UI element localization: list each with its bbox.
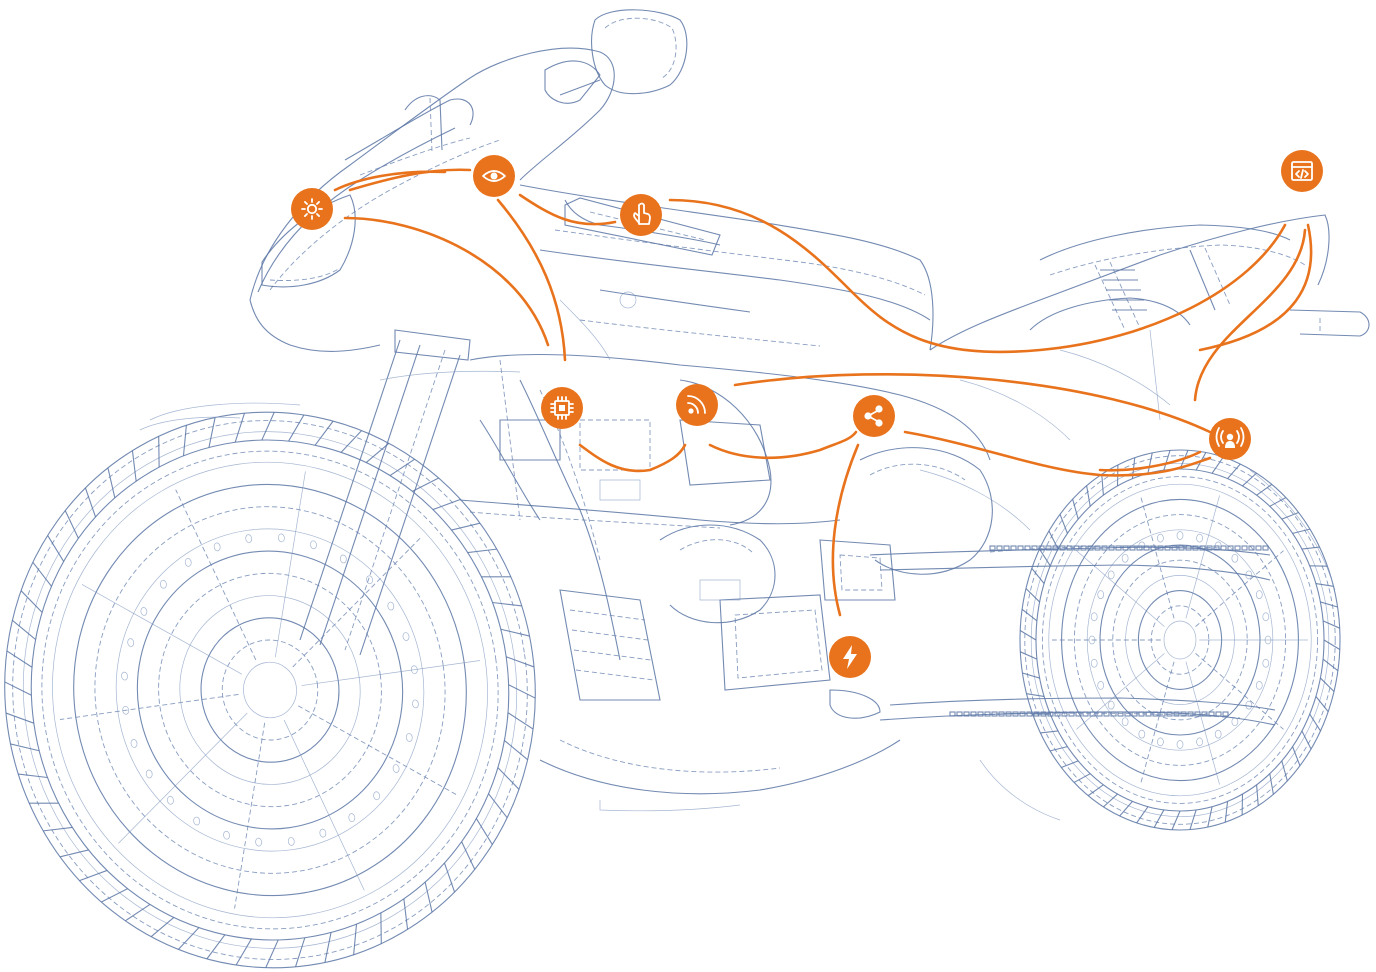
hotspot-layer	[291, 150, 1323, 678]
cable-vision-down	[496, 198, 567, 362]
rear-wheel	[949, 449, 1341, 831]
front-wheel	[4, 411, 536, 969]
broadcast-icon	[1215, 427, 1245, 448]
front-fork	[299, 329, 471, 656]
cable-connect-power	[831, 443, 860, 617]
hotspot-touch[interactable]	[620, 194, 662, 236]
seat-tail	[929, 214, 1370, 351]
code-window-icon	[1291, 161, 1313, 181]
cable-wireless-signal	[733, 373, 1212, 434]
hotspot-vision[interactable]	[473, 155, 515, 197]
cable-code-signal	[1193, 228, 1307, 402]
chip-icon	[550, 396, 574, 420]
cable-connect-signal	[903, 430, 1212, 477]
cable-light-fairing	[333, 170, 447, 192]
lightning-icon	[843, 645, 857, 669]
cable-wireless	[708, 430, 858, 460]
motorcycle-wireframe	[4, 9, 1370, 969]
eye-icon	[482, 170, 506, 182]
hotspot-light[interactable]	[291, 188, 333, 230]
sun-icon	[301, 198, 323, 220]
hotspot-power[interactable]	[829, 636, 871, 678]
cable-vision-left	[348, 168, 472, 192]
cable-vision-touch	[518, 193, 617, 226]
swingarm-chain	[819, 539, 1276, 726]
cable-tail	[1098, 450, 1202, 472]
hotspot-wireless[interactable]	[676, 384, 718, 426]
rss-icon	[687, 395, 706, 414]
misc-lines	[139, 291, 1336, 821]
hotspot-code[interactable]	[1281, 150, 1323, 192]
hand-pointer-icon	[633, 202, 651, 225]
share-icon	[864, 405, 883, 427]
cable-chip	[578, 443, 687, 473]
hotspot-signal[interactable]	[1209, 418, 1251, 460]
cable-light-down	[343, 216, 550, 347]
fairing	[249, 9, 688, 352]
fuel-tank	[519, 184, 934, 351]
cable-network	[333, 168, 1313, 617]
engine-block	[459, 354, 993, 795]
cable-touch-seat	[668, 198, 1287, 354]
hotspot-connect[interactable]	[853, 395, 895, 437]
hotspot-processor[interactable]	[541, 387, 583, 429]
cable-code-seat	[1198, 223, 1313, 352]
